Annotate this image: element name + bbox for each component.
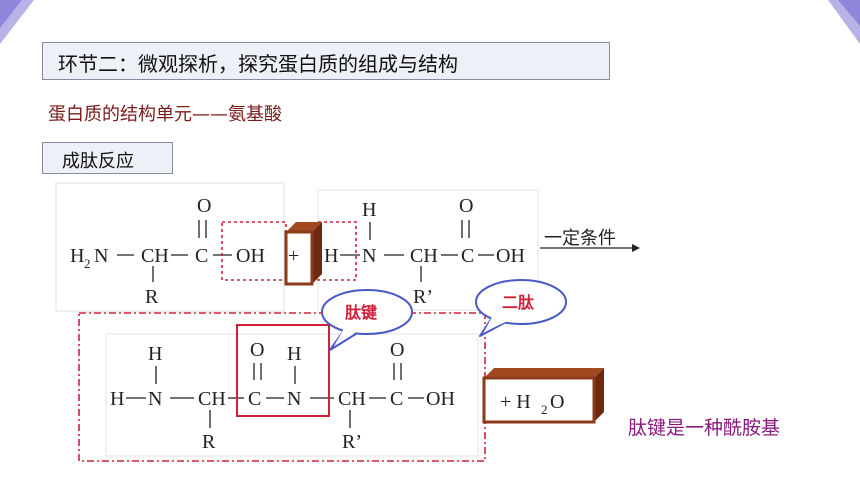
prod-o1: O	[250, 339, 264, 361]
title-box	[42, 42, 610, 80]
water-label-tail: O	[550, 391, 564, 413]
aa1-n: N	[94, 245, 108, 267]
slide-title: 环节二：微观探析，探究蛋白质的组成与结构	[58, 52, 458, 76]
aa1-r: R	[145, 286, 159, 308]
plus-box	[284, 222, 322, 286]
plus-sign: +	[288, 245, 299, 267]
arrow-head-icon	[632, 244, 640, 252]
dipeptide-callout	[475, 279, 567, 337]
water-box	[482, 368, 604, 424]
dipeptide-label: 二肽	[502, 293, 535, 312]
corner-decoration-right	[828, 0, 860, 44]
aa1-h: H	[70, 245, 84, 267]
corner-decoration-left	[0, 0, 34, 44]
condition-label: 一定条件	[544, 228, 616, 248]
peptide-bond-label: 肽键	[345, 303, 377, 322]
prod-c1: C	[248, 388, 261, 410]
aa1-o: O	[197, 195, 211, 217]
aa2-oh: OH	[496, 245, 525, 267]
prod-ch1: CH	[198, 388, 226, 410]
peptide-bond-box	[236, 324, 330, 417]
aa2-n: N	[362, 245, 376, 267]
prod-h-mid: H	[287, 343, 301, 365]
aa1-c: C	[195, 245, 208, 267]
amino-acid-1-panel	[55, 182, 285, 312]
aa1-ch: CH	[141, 245, 169, 267]
peptide-bond-callout	[321, 289, 413, 351]
prod-oh: OH	[426, 388, 455, 410]
subtitle: 蛋白质的结构单元——氨基酸	[48, 104, 282, 125]
aa2-c: C	[461, 245, 474, 267]
aa2-r: R’	[413, 286, 433, 308]
aa1-oh: OH	[236, 245, 265, 267]
product-panel	[105, 333, 479, 457]
prod-ch2: CH	[338, 388, 366, 410]
aa2-h-left: H	[324, 245, 338, 267]
amide-note: 肽键是一种酰胺基	[628, 417, 781, 439]
water-label-sub: 2	[541, 402, 548, 417]
prod-o2: O	[390, 339, 404, 361]
aa2-h-top: H	[362, 199, 376, 221]
prod-h-left: H	[110, 388, 124, 410]
aa2-ch: CH	[410, 245, 438, 267]
prod-c2: C	[390, 388, 403, 410]
prod-r1: R	[202, 431, 216, 453]
section-label: 成肽反应	[62, 151, 134, 172]
water-label-prefix: + H	[500, 391, 531, 413]
prod-r2: R’	[342, 431, 362, 453]
prod-n1: N	[148, 388, 162, 410]
aa2-o: O	[459, 195, 473, 217]
aa1-h2n-sub: 2	[84, 256, 91, 271]
prod-n2: N	[287, 388, 301, 410]
prod-h-top: H	[148, 343, 162, 365]
section-label-box	[42, 142, 173, 174]
